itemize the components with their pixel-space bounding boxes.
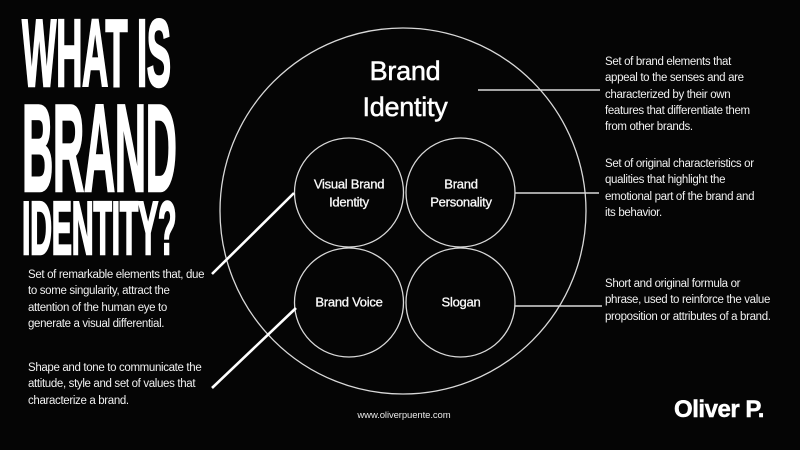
brand-voice-label: Brand Voice (315, 294, 383, 310)
slogan-label: Slogan (441, 294, 481, 310)
slogan-circle (405, 247, 516, 358)
diagram-title: Brand Identity (362, 56, 448, 123)
note-brand-voice: Shape and tone to communicate the attitu… (28, 362, 202, 407)
pointer-line-visual-brand-identity (211, 192, 295, 275)
visual-brand-identity-label: Visual Brand Identity (313, 176, 385, 209)
brand-logo: Oliver P. (674, 396, 765, 424)
note-brand-identity: Set of brand elements that appeal to the… (605, 56, 750, 134)
brand-personality-label: Brand Personality (430, 176, 492, 209)
brand-voice-circle (293, 247, 405, 358)
note-visual-brand-identity: Set of remarkable elements that, due to … (28, 269, 205, 330)
note-brand-personality: Set of original characteristics or quali… (605, 158, 755, 219)
note-slogan: Short and original formula or phrase, us… (605, 278, 771, 323)
outer-brand-identity-circle (219, 27, 587, 395)
headline-line-1: WHAT IS (22, 0, 172, 107)
headline-line-3: IDENTITY? (21, 186, 177, 270)
headline-line-2: BRAND (22, 80, 178, 218)
website-url: www.oliverpuente.com (357, 410, 451, 421)
visual-brand-identity-circle (293, 137, 405, 248)
pointer-line-brand-voice (211, 307, 297, 389)
